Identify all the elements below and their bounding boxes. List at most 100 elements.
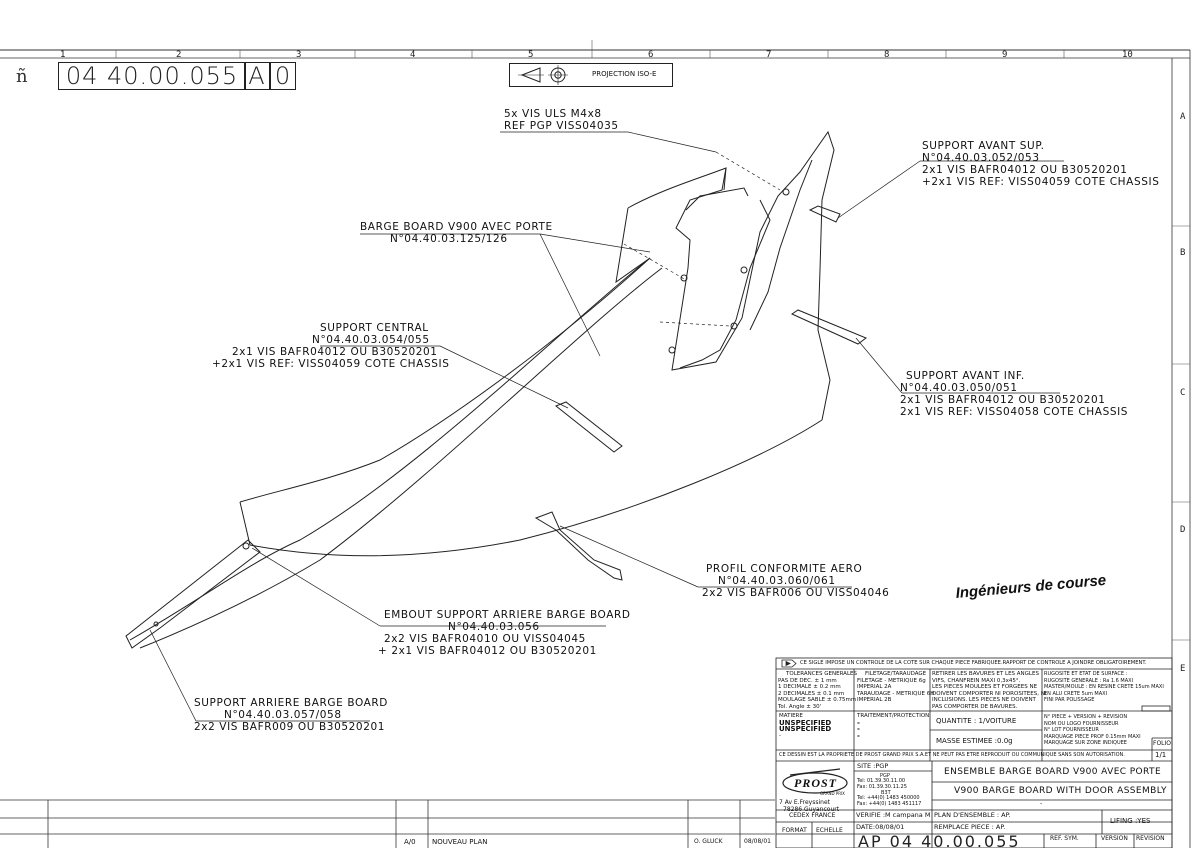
marquage-line: MARQUAGE PIECE PROF 0.15mm MAXI [1044,733,1141,740]
row-label-b: B [1180,248,1186,258]
callout-support-avant-sup-line-1: SUPPORT AVANT SUP. [922,140,1045,152]
callout-support-avant-inf-line-1: SUPPORT AVANT INF. [906,370,1025,382]
bavures-block: RETIRER LES BAVURES ET LES ANGLES VIFS, … [932,671,1046,710]
masse-estimee: MASSE ESTIMEE :0.0g [936,737,1013,745]
callout-barge-board-line-2: N°04.40.03.125/126 [390,233,508,245]
bottom-drawing-number: AP 04 40.00.055 [858,835,1021,848]
callout-support-avant-inf-line-4: 2x1 VIS REF: VISS04058 COTE CHASSIS [900,406,1129,418]
lifing: LIFING :YES [1110,817,1151,825]
marquage-line: N° LOT FOURNISSEUR [1044,727,1099,733]
callout-support-central-line-1: SUPPORT CENTRAL [320,322,429,334]
verifie: VERIFIE :M campana M [856,811,931,819]
column-label-5: 5 [528,50,534,60]
column-label-3: 3 [296,50,302,60]
remplace-piece: REMPLACE PIECE : AP. [934,823,1006,831]
filetage-line: FILETAGE - METRIQUE 6g [857,677,926,684]
projection-symbol-icon [518,65,568,85]
revision-label: REVISION [1136,835,1165,842]
contacts-block: Tel: 01.39.30.11.00 Fax: 01.39.30.11.25 … [857,778,922,808]
part-number: 04 40.00.055 [58,62,246,90]
bavures-line: VIFS, CHANFREIN MAXI 0,3x45°. [932,677,1021,684]
revision-date: 08/08/01 [744,838,771,845]
echelle-label: ECHELLE [816,827,843,834]
column-label-1: 1 [60,50,66,60]
column-label-6: 6 [648,50,654,60]
callout-embout-line-2: N°04.40.03.056 [448,621,540,633]
filetage-title: FILETAGE/TARAUDAGE [865,671,927,677]
callout-screws: 5x VIS ULS M4x8 REF PGP VISS04035 [504,108,619,132]
version-label: VERSION [1101,835,1128,842]
callout-support-avant-sup-line-3: 2x1 VIS BAFR04012 OU B30520201 [922,164,1128,176]
drawing-date: DATE:08/08/01 [856,823,905,831]
callout-screws-line-2: REF PGP VISS04035 [504,120,619,132]
row-label-e: E [1180,664,1186,674]
tolerance-line: Tol. Angle ± 30' [778,703,822,710]
matiere-value: UNSPECIFIED [779,725,832,733]
filetage-line: IMPERIAL 2B [857,697,892,703]
filetage-block: FILETAGE/TARAUDAGE FILETAGE - METRIQUE 6… [857,671,934,704]
projection-label: PROJECTION ISO-E [592,70,657,78]
callout-profil-line-3: 2x2 VIS BAFR006 OU VISS04046 [702,587,890,599]
filetage-line: IMPERIAL 2A [857,684,892,690]
matiere-block: MATIERE UNSPECIFIED UNSPECIFIED - [779,713,831,739]
bavures-line: LES PIECES MOULEES ET FORGEES NE [932,684,1038,690]
site-code: PGP [880,773,890,779]
column-label-8: 8 [884,50,890,60]
site-label: SITE :PGP [857,762,889,770]
surface-line: EN ALU CRETE 5um MAXI [1044,690,1108,697]
column-label-10: 10 [1122,50,1133,60]
surface-block: RUGOSITE ET ETAT DE SURFACE : RUGOSITE G… [1044,671,1164,704]
callout-profil-line-2: N°04.40.03.060/061 [718,575,836,587]
matiere-value: UNSPECIFIED [779,718,832,727]
callout-support-avant-sup: SUPPORT AVANT SUP. N°04.40.03.052/053 2x… [922,140,1159,188]
marquage-line: N° PIECE + VERSION + REVISION [1044,714,1128,720]
tolerance-line: 1 DECIMALE ± 0.2 mm [778,684,841,690]
callout-embout-line-4: + 2x1 VIS BAFR04012 OU B30520201 [378,645,597,657]
column-label-9: 9 [1002,50,1008,60]
revision-code: A/0 [404,838,416,846]
contact-line: Fax: 01.39.30.11.25 [857,783,907,790]
matiere-value: - [779,732,781,739]
logo-text: PROST [794,776,838,790]
tolerance-line: MOULAGE SABLE ± 0.75mm [778,697,857,703]
traitement-value: - [857,725,860,733]
marquage-line: NOM OU LOGO FOURNISSEUR [1044,720,1119,727]
column-label-2: 2 [176,50,182,60]
callout-support-avant-sup-line-2: N°04.40.03.052/053 [922,152,1040,164]
callout-support-avant-inf-line-3: 2x1 VIS BAFR04012 OU B30520201 [900,394,1106,406]
callout-support-central-line-3: 2x1 VIS BAFR04012 OU B30520201 [232,346,438,358]
contact-line: Fax: +44(0) 1483 451117 [857,801,922,808]
part-revision: 0 [270,62,296,90]
folio-value: 1/1 [1155,751,1167,759]
callout-support-arriere-line-2: N°04.40.03.057/058 [224,709,342,721]
projection-box: PROJECTION ISO-E [509,63,673,87]
revision-description: NOUVEAU PLAN [432,838,488,846]
callout-embout-line-1: EMBOUT SUPPORT ARRIERE BARGE BOARD [384,609,631,621]
tolerances-block: TOLERANCES GENERALES PAS DE DEC. ± 1 mm … [778,671,857,710]
callout-barge-board-line-1: BARGE BOARD V900 AVEC PORTE [360,221,553,233]
marquage-line: MARQUAGE SUR ZONE INDIQUEE [1044,740,1127,746]
callout-profil-line-1: PROFIL CONFORMITE AERO [706,563,863,575]
tolerance-line: 2 DECIMALES ± 0.1 mm [778,690,845,697]
quantite: QUANTITE : 1/VOITURE [936,717,1017,725]
address-block: 7 Av E.Freyssinet 78286 Guyancourt CEDEX… [779,799,840,820]
callout-support-arriere-line-3: 2x2 VIS BAFR009 OU B30520201 [194,721,386,733]
traitement-label: TRAITEMENT/PROTECTION [857,713,930,719]
callout-embout: EMBOUT SUPPORT ARRIERE BARGE BOARD N°04.… [378,609,631,657]
surface-line: RUGOSITE GENERALE : Ra 1.6 MAXI [1044,677,1134,684]
callout-support-avant-sup-line-4: +2x1 VIS REF: VISS04059 COTE CHASSIS [922,176,1160,188]
callout-support-arriere: SUPPORT ARRIERE BARGE BOARD N°04.40.03.0… [194,697,388,733]
contact-line: Tel: 01.39.30.11.00 [857,778,906,784]
address-line: 78286 Guyancourt [783,805,840,813]
folio-label: FOLIO [1153,740,1172,747]
bavures-line: INCLUSIONS. LES PIECES NE DOIVENT [932,697,1036,703]
column-label-4: 4 [410,50,416,60]
callout-support-avant-inf-line-2: N°04.40.03.050/051 [900,382,1018,394]
column-label-7: 7 [766,50,772,60]
filetage-line: TARAUDAGE - METRIQUE 6H [857,690,935,697]
contact-line: Tel: +44(0) 1483 450000 [857,795,920,802]
traitement-value: - [857,731,860,740]
matiere-label: MATIERE [779,713,803,719]
